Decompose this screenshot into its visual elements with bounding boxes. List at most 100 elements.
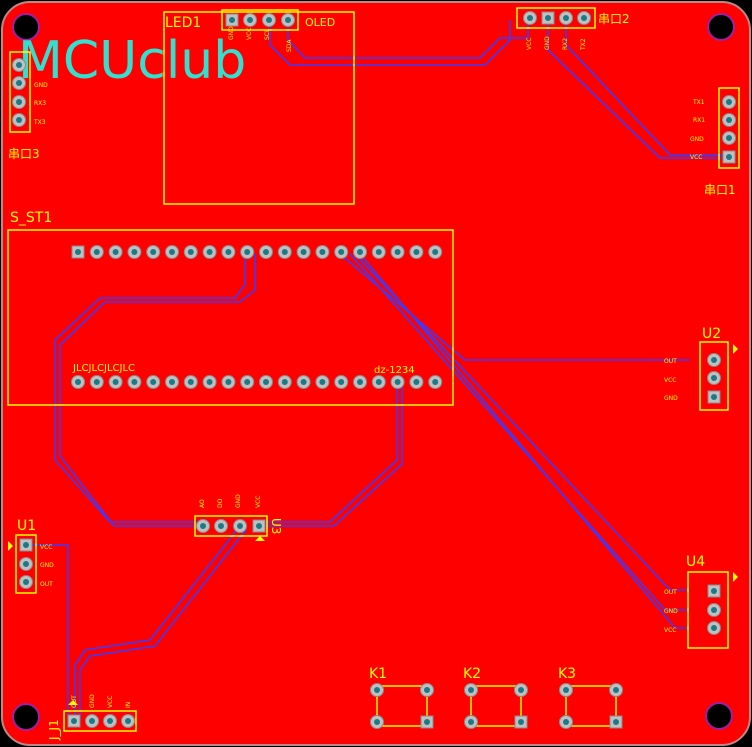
mounting-holes [12,13,735,731]
u2-designator: U2 [702,326,721,342]
svg-text:GND: GND [228,26,235,40]
uart3-pin-drill-hole [16,117,22,123]
svg-text:OUT: OUT [664,589,677,596]
header-top-pin-drill-hole [263,249,269,255]
j-j1-designator: J_J1 [47,719,61,741]
k3-pin-drill-hole [563,719,569,725]
oled-module[interactable]: LED1 OLED GND VCC SCL SDA [163,9,355,205]
header-bottom-pin-drill-hole [131,379,138,385]
uart3-pin-drill-hole [16,80,22,86]
k3-pin-drill-hole [563,687,569,693]
header-top-pin-drill-hole [225,249,232,255]
uart1-pin-drill-hole [726,135,732,141]
mcuclub-logo: MCUclub [18,31,246,91]
u1-designator: U1 [17,518,36,534]
uart2-pin-drill-hole [527,15,533,21]
header-top-pin-drill-hole [281,249,288,255]
uart2-header[interactable]: 串口2 VCC GND RX2 TX2 [516,7,630,51]
oled-pin-drill-hole [247,17,253,23]
k2-designator: K2 [463,666,481,682]
uart1-pin-drill-hole [726,117,732,123]
k1-pin-drill-hole [374,687,380,693]
u3-module[interactable]: U3 AO DO GND VCC [194,494,283,541]
svg-text:OUT: OUT [664,358,677,365]
svg-text:VCC: VCC [664,377,676,384]
svg-text:VCC: VCC [526,38,533,50]
header-bottom-pin-drill-hole [75,379,81,385]
svg-text:VCC: VCC [246,28,253,40]
header-top-pin-drill-hole [357,249,363,255]
u2-pin-drill-hole [711,375,717,381]
svg-text:OUT: OUT [71,695,78,708]
jj1-pin-drill-hole [107,718,113,724]
u3-pin-drill-hole [218,523,224,529]
svg-text:TX2: TX2 [580,38,587,51]
svg-text:TX1: TX1 [692,99,705,106]
uart2-pin-drill-hole [563,15,569,21]
u2-pin-drill-hole [711,357,717,363]
uart3-designator: 串口3 [8,147,40,161]
header-top-pin-drill-hole [300,249,307,255]
svg-text:VCC: VCC [40,544,52,551]
header-bottom-pin-drill-hole [263,379,269,385]
button-k2[interactable]: K2 [463,666,528,729]
svg-text:SDA: SDA [286,39,293,52]
k1-pin-drill-hole [424,687,430,693]
header-top-pin-drill-hole [244,249,251,255]
svg-text:VCC: VCC [690,154,702,161]
oled-pin-labels: GND VCC SCL SDA [228,26,293,52]
u3-designator: U3 [269,518,283,534]
svg-text:GND: GND [34,82,48,89]
u1-pin-drill-hole [23,561,29,567]
button-k3[interactable]: K3 [558,666,623,729]
header-top-pin-drill-hole [112,249,119,255]
u2-sensor[interactable]: U2 OUT VCC GND [664,326,738,411]
svg-text:VCC: VCC [255,496,262,508]
svg-text:OUT: OUT [40,581,53,588]
s-st1-module[interactable]: S_ST1 JLCJLCJLCJLC dz-1234 [7,210,454,406]
uart1-header[interactable]: TX1 RX1 GND VCC 串口1 [690,87,740,197]
svg-text:SCL: SCL [264,28,271,40]
header-top-pin-drill-hole [131,249,138,255]
header-top-pin-drill-hole [93,249,100,255]
button-k1[interactable]: K1 [369,666,434,729]
svg-text:IN: IN [125,702,132,708]
uart1-pin-drill-hole [726,154,732,160]
header-bottom-pin-drill-hole [150,379,157,385]
j-j1-header[interactable]: J_J1 GND VCC IN OUT [47,694,137,741]
u2-pin-drill-hole [711,394,717,400]
oled-label: OLED [305,16,335,29]
s-st1-designator: S_ST1 [10,210,52,226]
jj1-pin-drill-hole [71,718,77,724]
k1-pin-drill-hole [374,719,380,725]
u4-sensor[interactable]: U4 OUT GND VCC [664,554,738,649]
k1-designator: K1 [369,666,387,682]
led1-designator: LED1 [165,15,201,31]
k3-pin-drill-hole [613,719,619,725]
svg-text:GND: GND [664,395,678,402]
header-top-pin-drill-hole [375,249,382,255]
header-top-pin-drill-hole [319,249,326,255]
header-bottom-pin-drill-hole [375,379,382,385]
header-bottom-pin-drill-hole [432,379,439,385]
header-top-pin-drill-hole [187,249,194,255]
svg-text:RX1: RX1 [693,117,705,124]
u3-pin-drill-hole [237,523,243,529]
u1-sensor[interactable]: U1 VCC GND OUT [8,518,54,594]
svg-text:VCC: VCC [664,627,676,634]
svg-text:GND: GND [89,694,96,708]
header-top-pin-drill-hole [394,249,401,255]
header-bottom-pin-drill-hole [225,379,232,385]
uart3-header[interactable]: GND RX3 TX3 串口3 [8,51,48,161]
jj1-pin-drill-hole [125,718,131,724]
u1-pin-drill-hole [23,579,29,585]
uart2-pin-drill-hole [545,15,551,21]
k2-pin-drill-hole [468,687,474,693]
header-bottom-pin-drill-hole [413,379,420,385]
svg-text:RX2: RX2 [562,38,569,50]
u3-pin-drill-hole [200,523,206,529]
oled-pin-drill-hole [285,17,291,23]
